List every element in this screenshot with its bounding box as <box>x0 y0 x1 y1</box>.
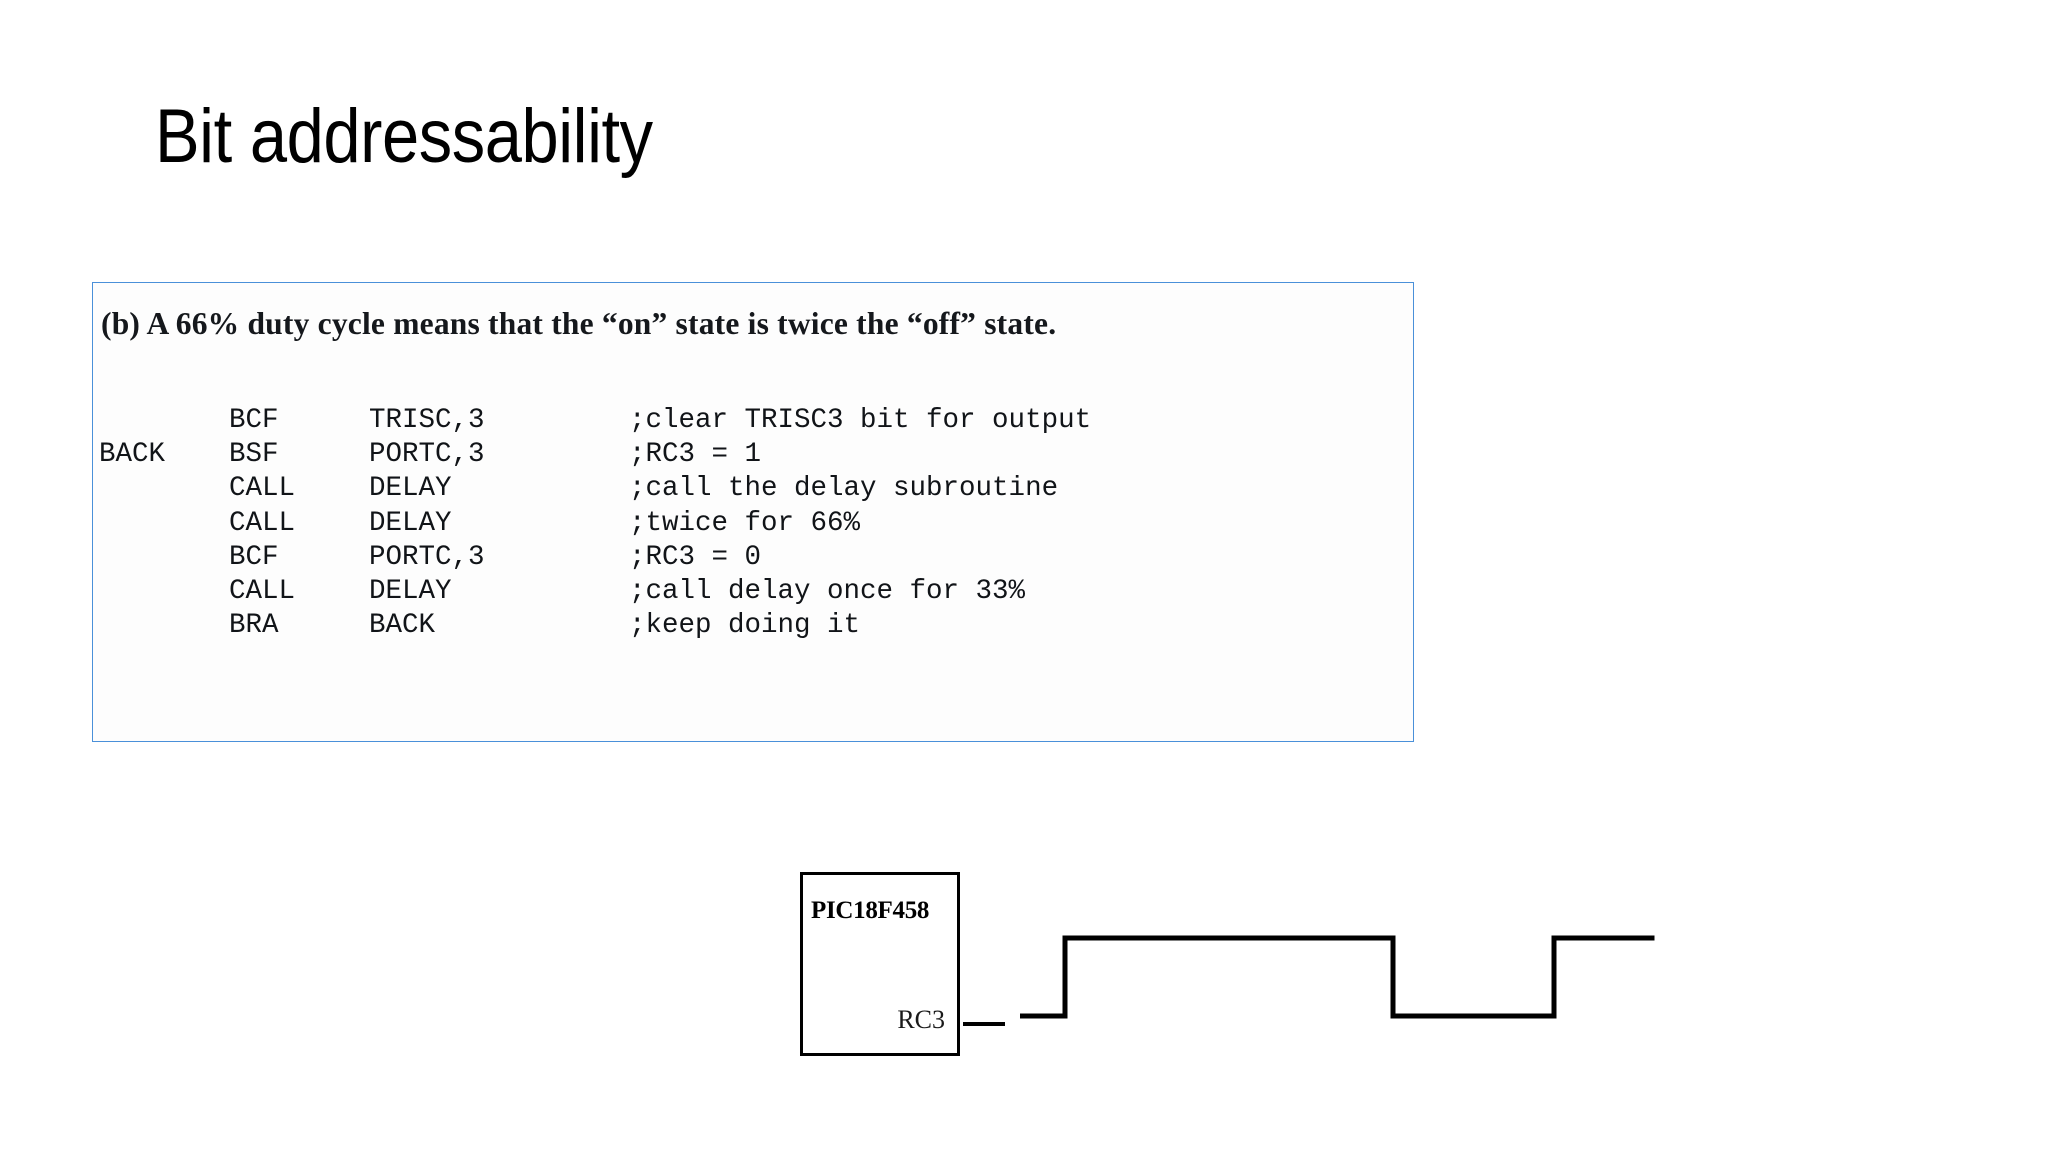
code-comment: ;RC3 = 1 <box>629 439 762 471</box>
code-comment: ;twice for 66% <box>629 507 861 539</box>
code-comment: ;RC3 = 0 <box>629 541 762 573</box>
microcontroller-chip-box: PIC18F458 RC3 <box>800 872 960 1056</box>
pin-label-rc3: RC3 <box>897 1005 945 1034</box>
code-figure: (b) A 66% duty cycle means that the “on”… <box>92 282 1414 742</box>
code-figure-caption: (b) A 66% duty cycle means that the “on”… <box>101 305 1057 341</box>
code-label: BACK <box>99 439 166 471</box>
code-operand: DELAY <box>369 507 452 539</box>
code-comment: ;clear TRISC3 bit for output <box>629 405 1092 436</box>
page-title: Bit addressability <box>155 94 653 179</box>
code-line: BCF TRISC,3 ;clear TRISC3 bit for output <box>93 405 1413 439</box>
code-line: BCF PORTC,3 ;RC3 = 0 <box>93 542 1413 576</box>
code-mnemonic: CALL <box>229 507 296 539</box>
code-line: CALL DELAY ;call delay once for 33% <box>93 576 1413 610</box>
code-comment: ;keep doing it <box>629 610 861 642</box>
code-mnemonic: BRA <box>229 610 279 642</box>
code-operand: PORTC,3 <box>369 439 485 471</box>
pin-lead-line <box>963 1022 1005 1026</box>
assembly-code-listing: BCF TRISC,3 ;clear TRISC3 bit for output… <box>93 405 1413 644</box>
code-line: CALL DELAY ;twice for 66% <box>93 508 1413 542</box>
code-mnemonic: BCF <box>229 541 279 573</box>
hardware-diagram: PIC18F458 RC3 <box>780 850 1720 1090</box>
code-mnemonic: CALL <box>229 575 296 607</box>
code-operand: TRISC,3 <box>369 405 485 436</box>
code-mnemonic: BSF <box>229 439 279 471</box>
code-operand: BACK <box>369 610 436 642</box>
code-line: CALL DELAY ;call the delay subroutine <box>93 473 1413 507</box>
chip-part-number-label: PIC18F458 <box>811 897 930 924</box>
code-mnemonic: CALL <box>229 473 296 505</box>
waveform-trace <box>1020 935 1655 1019</box>
code-comment: ;call delay once for 33% <box>629 575 1026 607</box>
code-operand: DELAY <box>369 575 452 607</box>
code-operand: PORTC,3 <box>369 541 485 573</box>
code-mnemonic: BCF <box>229 405 279 436</box>
code-operand: DELAY <box>369 473 452 505</box>
code-line: BACK BSF PORTC,3 ;RC3 = 1 <box>93 439 1413 473</box>
code-line: BRA BACK ;keep doing it <box>93 610 1413 644</box>
output-waveform <box>1020 935 1655 1019</box>
code-comment: ;call the delay subroutine <box>629 473 1059 505</box>
